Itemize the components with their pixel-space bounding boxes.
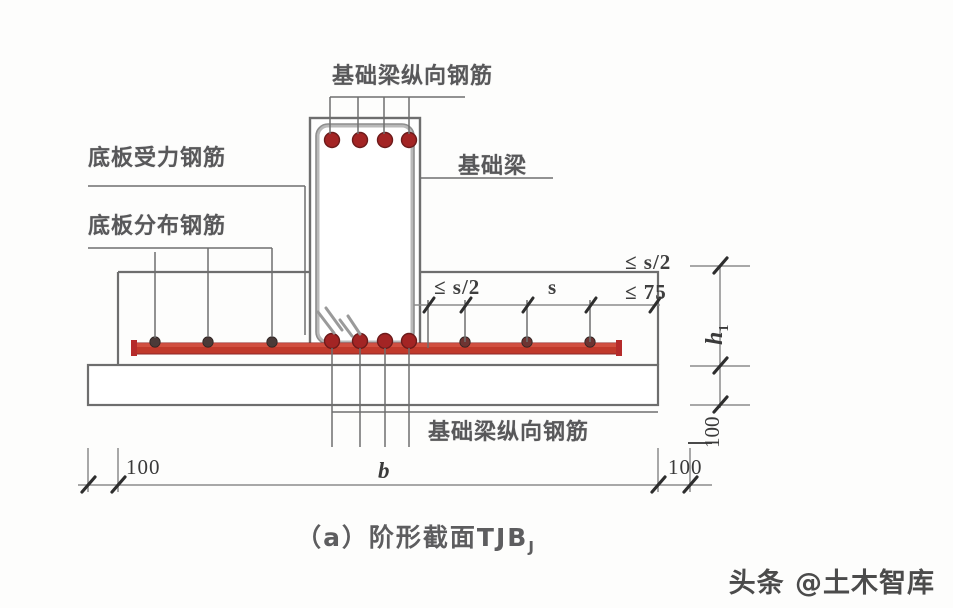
leader-lines-slab-main-rebar xyxy=(88,185,306,335)
dim-width-b: b xyxy=(378,458,391,483)
right-dimension-ticks xyxy=(712,256,729,414)
dim-h1-subscript: 1 xyxy=(716,324,732,332)
dim-h1-letter: h xyxy=(702,331,728,345)
dim-edge-max: ≤ 75 xyxy=(625,280,667,304)
dim-step-height: 100 xyxy=(700,417,732,473)
dim-spacing-half-left: ≤ s/2 xyxy=(434,275,481,299)
label-beam-longitudinal-bottom: 基础梁纵向钢筋 xyxy=(428,420,590,445)
slab-main-rebar-bar xyxy=(131,340,622,356)
bottom-dimension-line xyxy=(78,448,712,492)
figure-caption-text: （a）阶形截面TJB xyxy=(296,523,529,552)
dim-left-cover: 100 xyxy=(126,455,161,479)
foundation-beam-outline xyxy=(308,116,422,352)
label-slab-main-rebar: 底板受力钢筋 xyxy=(88,146,227,171)
spacing-dimension-ticks xyxy=(422,296,662,314)
bottom-dimension-ticks xyxy=(80,475,699,494)
beam-top-rebars xyxy=(323,131,418,149)
foundation-upper-step xyxy=(116,270,660,365)
figure-caption: （a）阶形截面TJBJ xyxy=(250,518,580,556)
leader-lines-top-beam-rebar xyxy=(329,96,465,134)
leader-lines-slab-distribution-rebar xyxy=(88,247,273,337)
foundation-base-step xyxy=(86,363,660,407)
bent-hook-rebar-detail xyxy=(316,306,362,338)
dim-spacing-half-right: ≤ s/2 xyxy=(625,250,672,274)
beam-bottom-rebars xyxy=(323,332,418,350)
dim-height-h1: h1 xyxy=(702,325,732,376)
leader-lines-bottom-beam-rebar xyxy=(331,348,658,447)
watermark: 头条 @土木智库 xyxy=(728,568,935,599)
dim-right-cover: 100 xyxy=(668,455,703,479)
dim-spacing-mid: s xyxy=(548,275,558,299)
label-beam: 基础梁 xyxy=(458,154,528,179)
label-slab-distribution-rebar: 底板分布钢筋 xyxy=(88,214,227,239)
dim-step-height-text: 100 xyxy=(700,416,724,449)
label-beam-longitudinal-top: 基础梁纵向钢筋 xyxy=(332,64,494,89)
figure-caption-subscript: J xyxy=(528,538,534,556)
